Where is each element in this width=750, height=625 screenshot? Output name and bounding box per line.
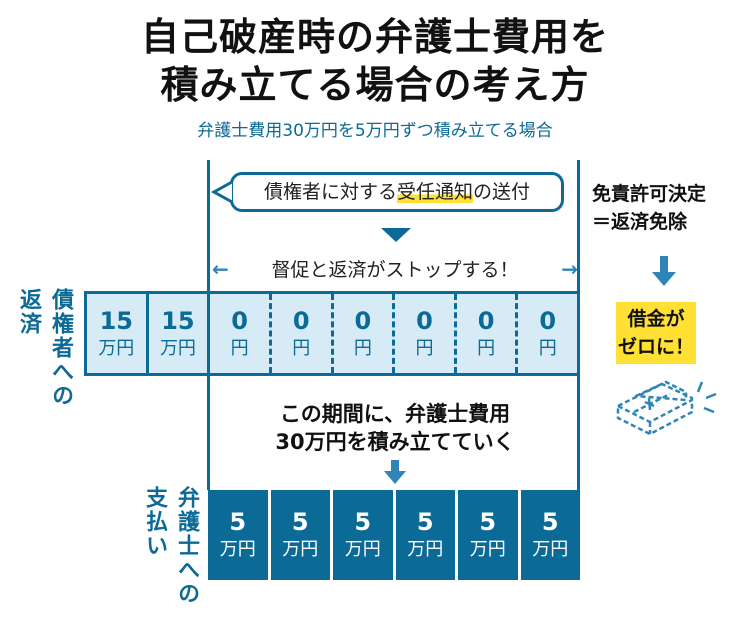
cell-unit: 円: [415, 337, 434, 359]
lawyer-payment-row: 5 万円 5 万円 5 万円 5 万円 5 万円 5 万円: [208, 490, 580, 580]
lawyer-label-payment: 支払い: [142, 486, 167, 558]
cell-unit: 万円: [159, 337, 196, 359]
cell-unit: 万円: [344, 539, 381, 560]
cell-unit: 万円: [282, 539, 319, 560]
savings-note-line-2: 30万円を積み立てていく: [275, 430, 515, 454]
cell-unit: 万円: [407, 539, 444, 560]
cell-amount: 0: [539, 306, 557, 335]
lawyer-cell: 5 万円: [333, 490, 393, 580]
cell-unit: 円: [538, 337, 557, 359]
arrow-right-icon: →: [561, 256, 578, 281]
notice-prefix: 債権者に対する: [263, 181, 397, 203]
lawyer-label-to-lawyer: 弁護士への: [174, 486, 199, 606]
stop-text: 督促と返済がストップする！: [271, 259, 519, 281]
debt-zero-line-1: 借金が: [627, 308, 685, 330]
cell-amount: 0: [231, 306, 248, 335]
lawyer-cell: 5 万円: [208, 490, 268, 580]
stop-message: ← 督促と返済がストップする！ →: [212, 255, 578, 282]
savings-note: この期間に、弁護士費用 30万円を積み立てていく: [210, 400, 580, 456]
lawyer-cell: 5 万円: [395, 490, 455, 580]
triangle-down-icon: [381, 228, 411, 242]
cell-unit: 万円: [532, 539, 569, 560]
arrow-down-icon: [384, 460, 406, 484]
cell-amount: 0: [354, 306, 372, 335]
cell-amount: 0: [477, 306, 495, 335]
cell-unit: 円: [353, 337, 372, 359]
cell-unit: 円: [230, 337, 249, 359]
debt-zero-badge: 借金が ゼロに！: [616, 302, 696, 364]
arrow-down-icon: [652, 256, 676, 286]
creditor-label-to-creditor: 債権者への: [48, 288, 73, 408]
notice-suffix: の送付: [473, 181, 531, 203]
cell-amount: 15: [99, 306, 134, 335]
cell-unit: 万円: [219, 539, 256, 560]
cell-unit: 円: [477, 337, 496, 359]
title-line-1: 自己破産時の弁護士費用を: [140, 15, 609, 59]
money-stack-dashed-icon: [616, 380, 717, 436]
cell-amount: 5: [291, 508, 309, 536]
discharge-heading: 免責許可決定 ＝返済免除: [592, 180, 742, 236]
lawyer-cell: 5 万円: [270, 490, 330, 580]
cell-amount: 5: [479, 508, 497, 536]
cell-amount: 5: [354, 508, 372, 536]
cell-amount: 5: [541, 508, 559, 536]
title-line-2: 積み立てる場合の考え方: [160, 63, 590, 107]
cell-amount: 0: [292, 306, 310, 335]
lawyer-cell: 5 万円: [520, 490, 580, 580]
discharge-line-1: 免責許可決定: [592, 183, 707, 205]
arrow-left-icon: ←: [212, 256, 229, 281]
cell-amount: 5: [416, 508, 434, 536]
cell-unit: 万円: [98, 337, 135, 359]
debt-zero-line-2: ゼロに！: [617, 336, 694, 358]
discharge-line-2: ＝返済免除: [592, 211, 688, 233]
savings-note-line-1: この期間に、弁護士費用: [279, 402, 511, 426]
bubble-tail-icon: [210, 180, 233, 204]
notice-highlight: 受任通知: [396, 181, 473, 203]
creditor-label-repayment: 返済: [16, 288, 41, 336]
cell-amount: 0: [416, 306, 433, 335]
cell-amount: 15: [161, 306, 195, 335]
cell-unit: 円: [292, 337, 311, 359]
lawyer-cell: 5 万円: [458, 490, 518, 580]
subtitle: 弁護士費用30万円を5万円ずつ積み立てる場合: [197, 121, 553, 141]
cell-amount: 5: [229, 508, 247, 536]
cell-unit: 万円: [469, 539, 506, 560]
notice-bubble: 債権者に対する受任通知の送付: [230, 172, 564, 212]
